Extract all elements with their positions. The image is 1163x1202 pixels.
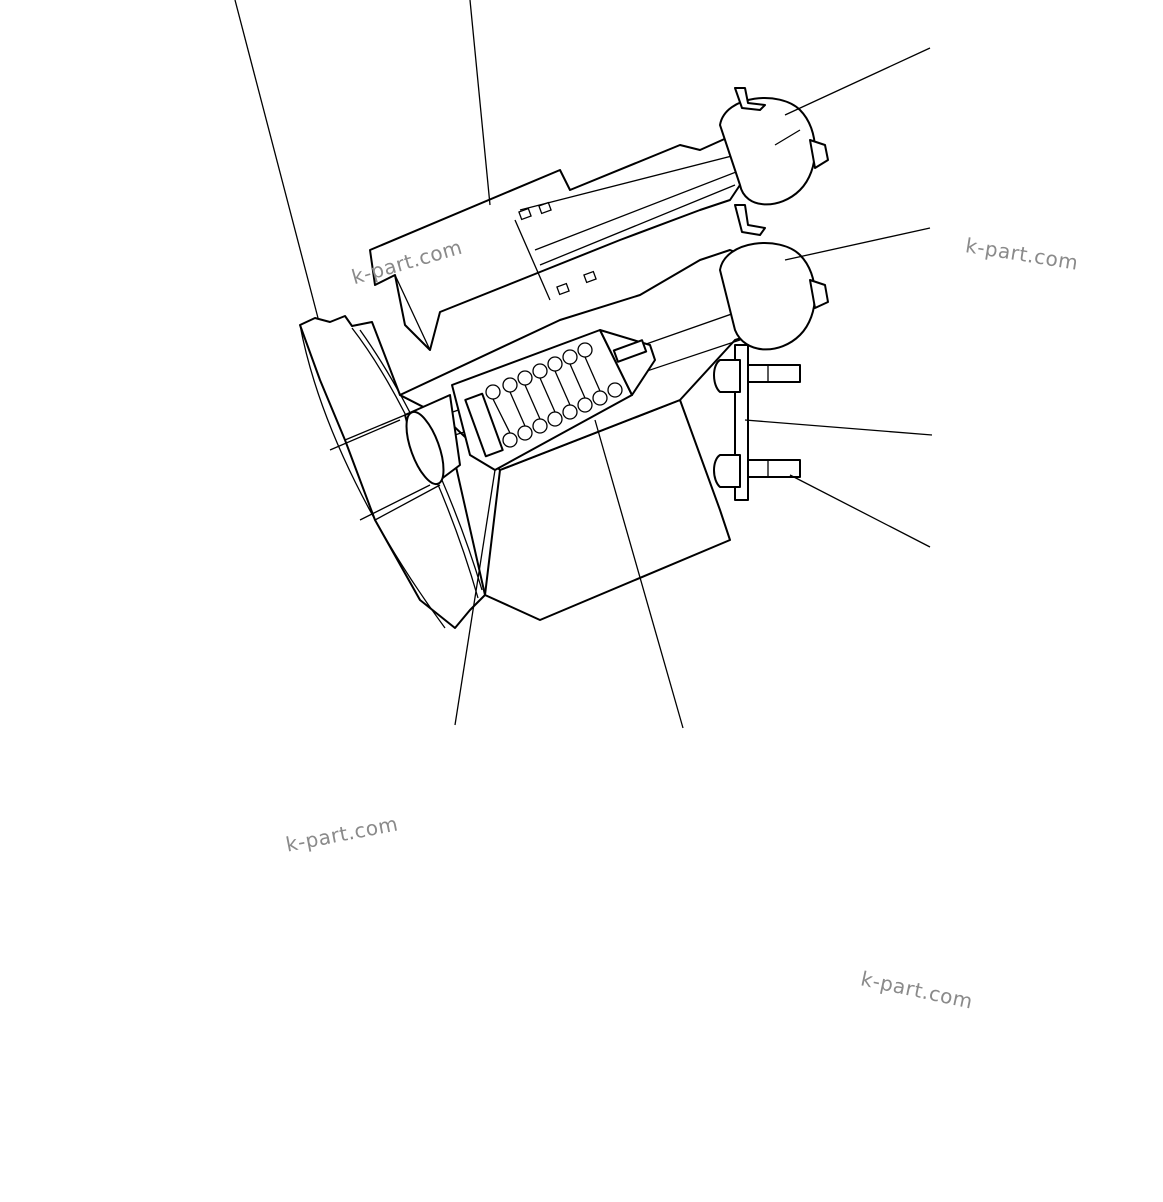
bolt (747, 364, 801, 478)
ball-joint-lower (719, 204, 829, 351)
spring (485, 339, 648, 448)
ball-joint-upper (719, 87, 829, 206)
mounting-plate (713, 344, 749, 501)
housing (299, 315, 486, 629)
leader-lines (234, 0, 933, 729)
piston (344, 394, 461, 521)
